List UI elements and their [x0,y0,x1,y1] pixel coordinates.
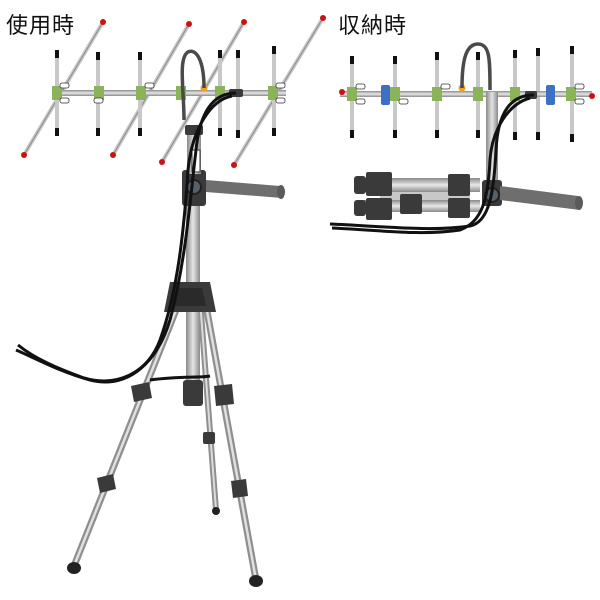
spacer-block [546,85,555,105]
leg-lock [366,172,392,196]
folded-leg-middle [380,192,470,200]
leg-foot [354,200,366,216]
boom-clamps [347,83,585,105]
stored-assembly [329,42,595,235]
leg-hub [448,174,470,196]
leg-foot-right [249,575,263,587]
antenna-boom [54,90,286,96]
pan-handle-end [277,185,285,199]
pan-handle-end [575,196,583,210]
leg-lock-right-upper [214,384,234,406]
in-use-assembly [15,15,326,587]
tripod-icon [67,125,285,587]
label-stored: 収納時 [338,14,408,39]
center-column-bottom-cap [183,380,203,406]
leg-lock-right-lower [231,479,248,498]
antenna-boom-stored [340,91,592,97]
yagi-antenna-icon [21,15,326,168]
leg-hub [448,198,470,218]
tripod-leg-left-highlight [72,299,182,567]
leg-foot [354,176,366,194]
label-in-use: 使用時 [6,14,76,39]
leg-foot-left [67,562,81,574]
spacer-block [381,85,390,105]
leg-lock-left-upper [131,382,152,402]
leg-foot-rear [212,507,220,515]
leg-lock-left-lower [97,474,116,493]
tripod-leg-right-highlight [203,299,258,581]
coax-cable [15,49,237,384]
element-tip [589,93,595,99]
leg-lock [400,194,422,214]
yagi-antenna-icon [339,46,595,142]
element-tip [339,89,345,95]
pan-handle [206,180,282,198]
tripod-leg-rear-highlight [199,299,217,511]
leg-lock-rear [203,432,215,444]
tripod-hub-inner [174,288,206,306]
pan-handle [500,186,580,210]
leg-lock [366,198,392,220]
tripod-icon [354,92,583,220]
pan-head-knob [186,179,202,195]
coax-cable [329,42,535,235]
boom-clamps [52,82,286,104]
